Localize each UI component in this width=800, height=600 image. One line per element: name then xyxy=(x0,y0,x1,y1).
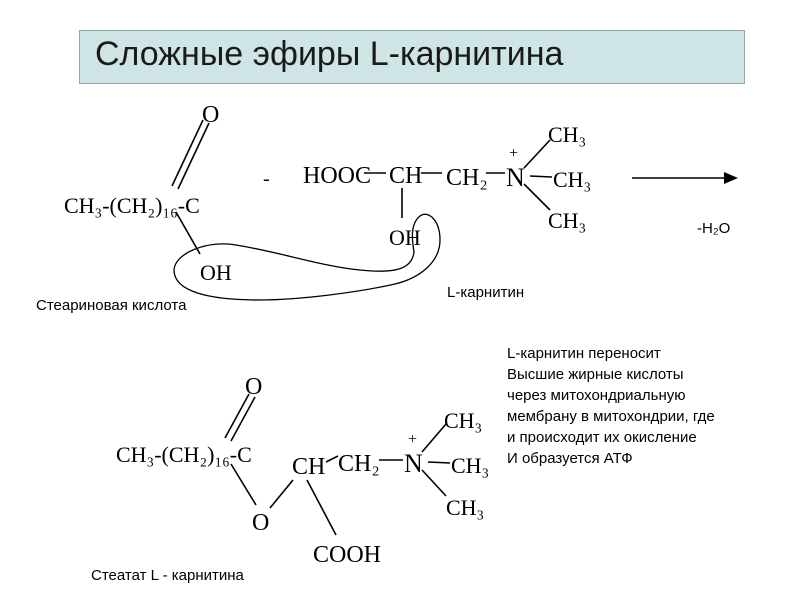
carnitine-methyl-bot-label: CH₃ xyxy=(548,208,586,233)
acid-caption: Стеариновая кислота xyxy=(36,297,187,314)
product-double-bond-b xyxy=(230,396,256,442)
acid-oxo-label: O xyxy=(202,102,219,128)
acid-double-bond-a xyxy=(171,119,204,187)
product-methyl-mid-label: CH₃ xyxy=(451,453,489,478)
carnitine-n-methyl-bond-mid xyxy=(529,175,553,178)
product-ester-o-label: O xyxy=(252,510,269,536)
description-line: через митохондриальную xyxy=(507,387,686,404)
product-cooh-label: COOH xyxy=(313,542,381,568)
product-charge-label: + xyxy=(408,431,417,448)
description-line: L-карнитин переносит xyxy=(507,345,661,362)
product-c-o-bond xyxy=(230,463,257,506)
product-ch-ch2-bond xyxy=(325,455,339,463)
plus-sign: - xyxy=(263,168,270,190)
carnitine-charge-label: + xyxy=(509,145,518,162)
product-n-methyl-bond-bot xyxy=(421,469,447,497)
carnitine-hydroxyl-label: OH xyxy=(389,225,421,250)
product-ch-cooh-bond xyxy=(306,479,337,536)
carnitine-n-methyl-bond-bot xyxy=(523,183,551,211)
carnitine-ch2-label: CH₂ xyxy=(446,165,488,191)
water-elimination-loop xyxy=(173,213,441,301)
description-line: И образуется АТФ xyxy=(507,450,633,467)
description-line: и происходит их окисление xyxy=(507,429,697,446)
acid-double-bond-b xyxy=(177,122,210,190)
carnitine-caption: L-карнитин xyxy=(447,284,525,301)
product-n-methyl-bond-top xyxy=(421,423,447,453)
byproduct-label: -H₂O xyxy=(697,220,730,237)
product-methyl-top-label: CH₃ xyxy=(444,408,482,433)
product-caption: Стеатат L - карнитина xyxy=(91,567,244,584)
page-title: Сложные эфиры L-карнитина xyxy=(95,35,564,73)
carnitine-n-label: N xyxy=(506,163,525,192)
title-banner xyxy=(79,30,745,84)
product-n-label: N xyxy=(404,449,423,478)
acid-hydroxyl-label: OH xyxy=(200,260,232,285)
product-ch2-label: CH₂ xyxy=(338,451,380,477)
acid-chain-label: CH₃-(CH₂)₁₆-C xyxy=(64,193,200,218)
acid-c-oh-bond xyxy=(175,211,201,255)
description-line: мембрану в митохондрии, где xyxy=(507,408,715,425)
product-oxo-label: O xyxy=(245,374,262,400)
carnitine-ch-label: CH xyxy=(389,163,422,189)
description-line: Высшие жирные кислоты xyxy=(507,366,684,383)
description-text: L-карнитин переносит Высшие жирные кисло… xyxy=(507,343,715,469)
product-ch-label: CH xyxy=(292,454,325,480)
carnitine-methyl-top-label: CH₃ xyxy=(548,122,586,147)
carnitine-methyl-mid-label: CH₃ xyxy=(553,167,591,192)
product-o-ch-bond xyxy=(269,479,294,509)
product-double-bond-a xyxy=(224,393,250,439)
reaction-arrow-head xyxy=(724,172,738,184)
product-chain-label: CH₃-(CH₂)₁₆-C xyxy=(116,442,252,467)
product-methyl-bot-label: CH₃ xyxy=(446,495,484,520)
carnitine-hooc-label: HOOC xyxy=(303,163,371,189)
carnitine-n-methyl-bond-top xyxy=(523,139,551,169)
product-n-methyl-bond-mid xyxy=(427,461,451,464)
